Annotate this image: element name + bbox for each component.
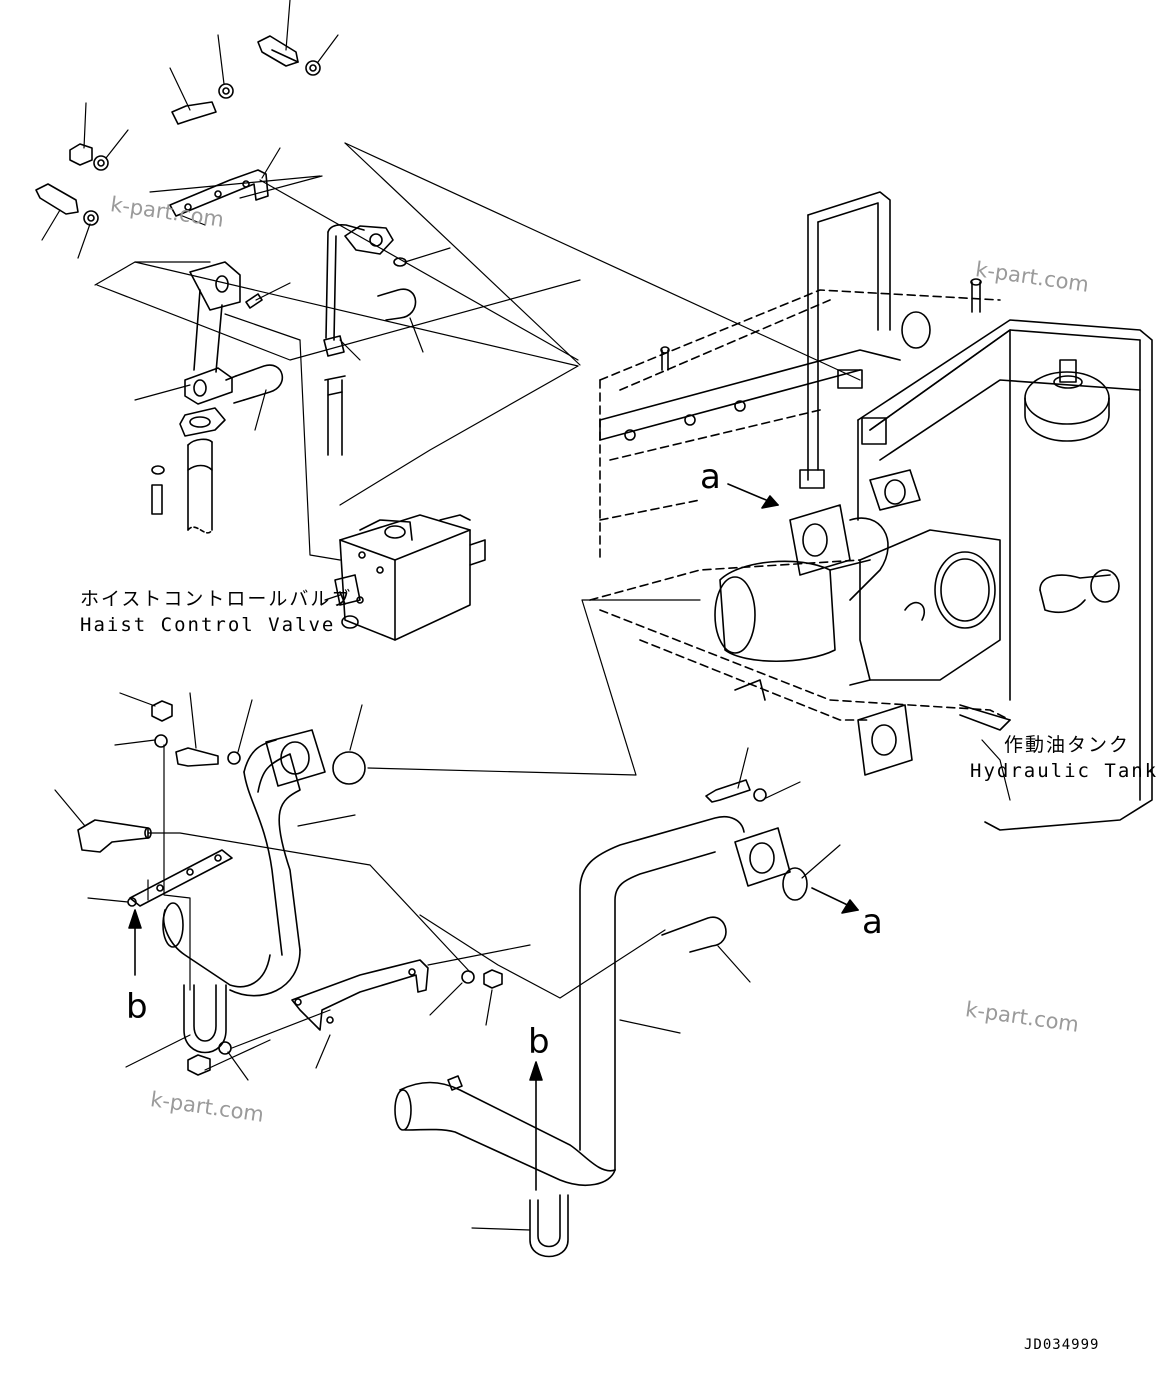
marker-b-left: b (126, 987, 148, 1027)
direction-arrows (128, 483, 859, 1191)
hydraulic-tank-label-en: Hydraulic Tank (970, 760, 1159, 782)
marker-a-tank: a (700, 457, 721, 497)
marker-b-mid: b (528, 1022, 550, 1062)
hoist-control-valve (334, 514, 486, 641)
drawing-code: JD034999 (1024, 1337, 1100, 1353)
top-parts (35, 35, 417, 534)
leader-lines (41, 0, 861, 1231)
hydraulic-tank-label-jp: 作動油タンク (1004, 734, 1131, 756)
hoist-control-valve-label-jp: ホイストコントロールバルブ (80, 588, 353, 610)
marker-a-pipe: a (862, 902, 883, 942)
hoist-control-valve-label-en: Haist Control Valve (80, 614, 336, 636)
suction-pipe-assembly (77, 700, 808, 1258)
hydraulic-tank (589, 191, 1153, 831)
